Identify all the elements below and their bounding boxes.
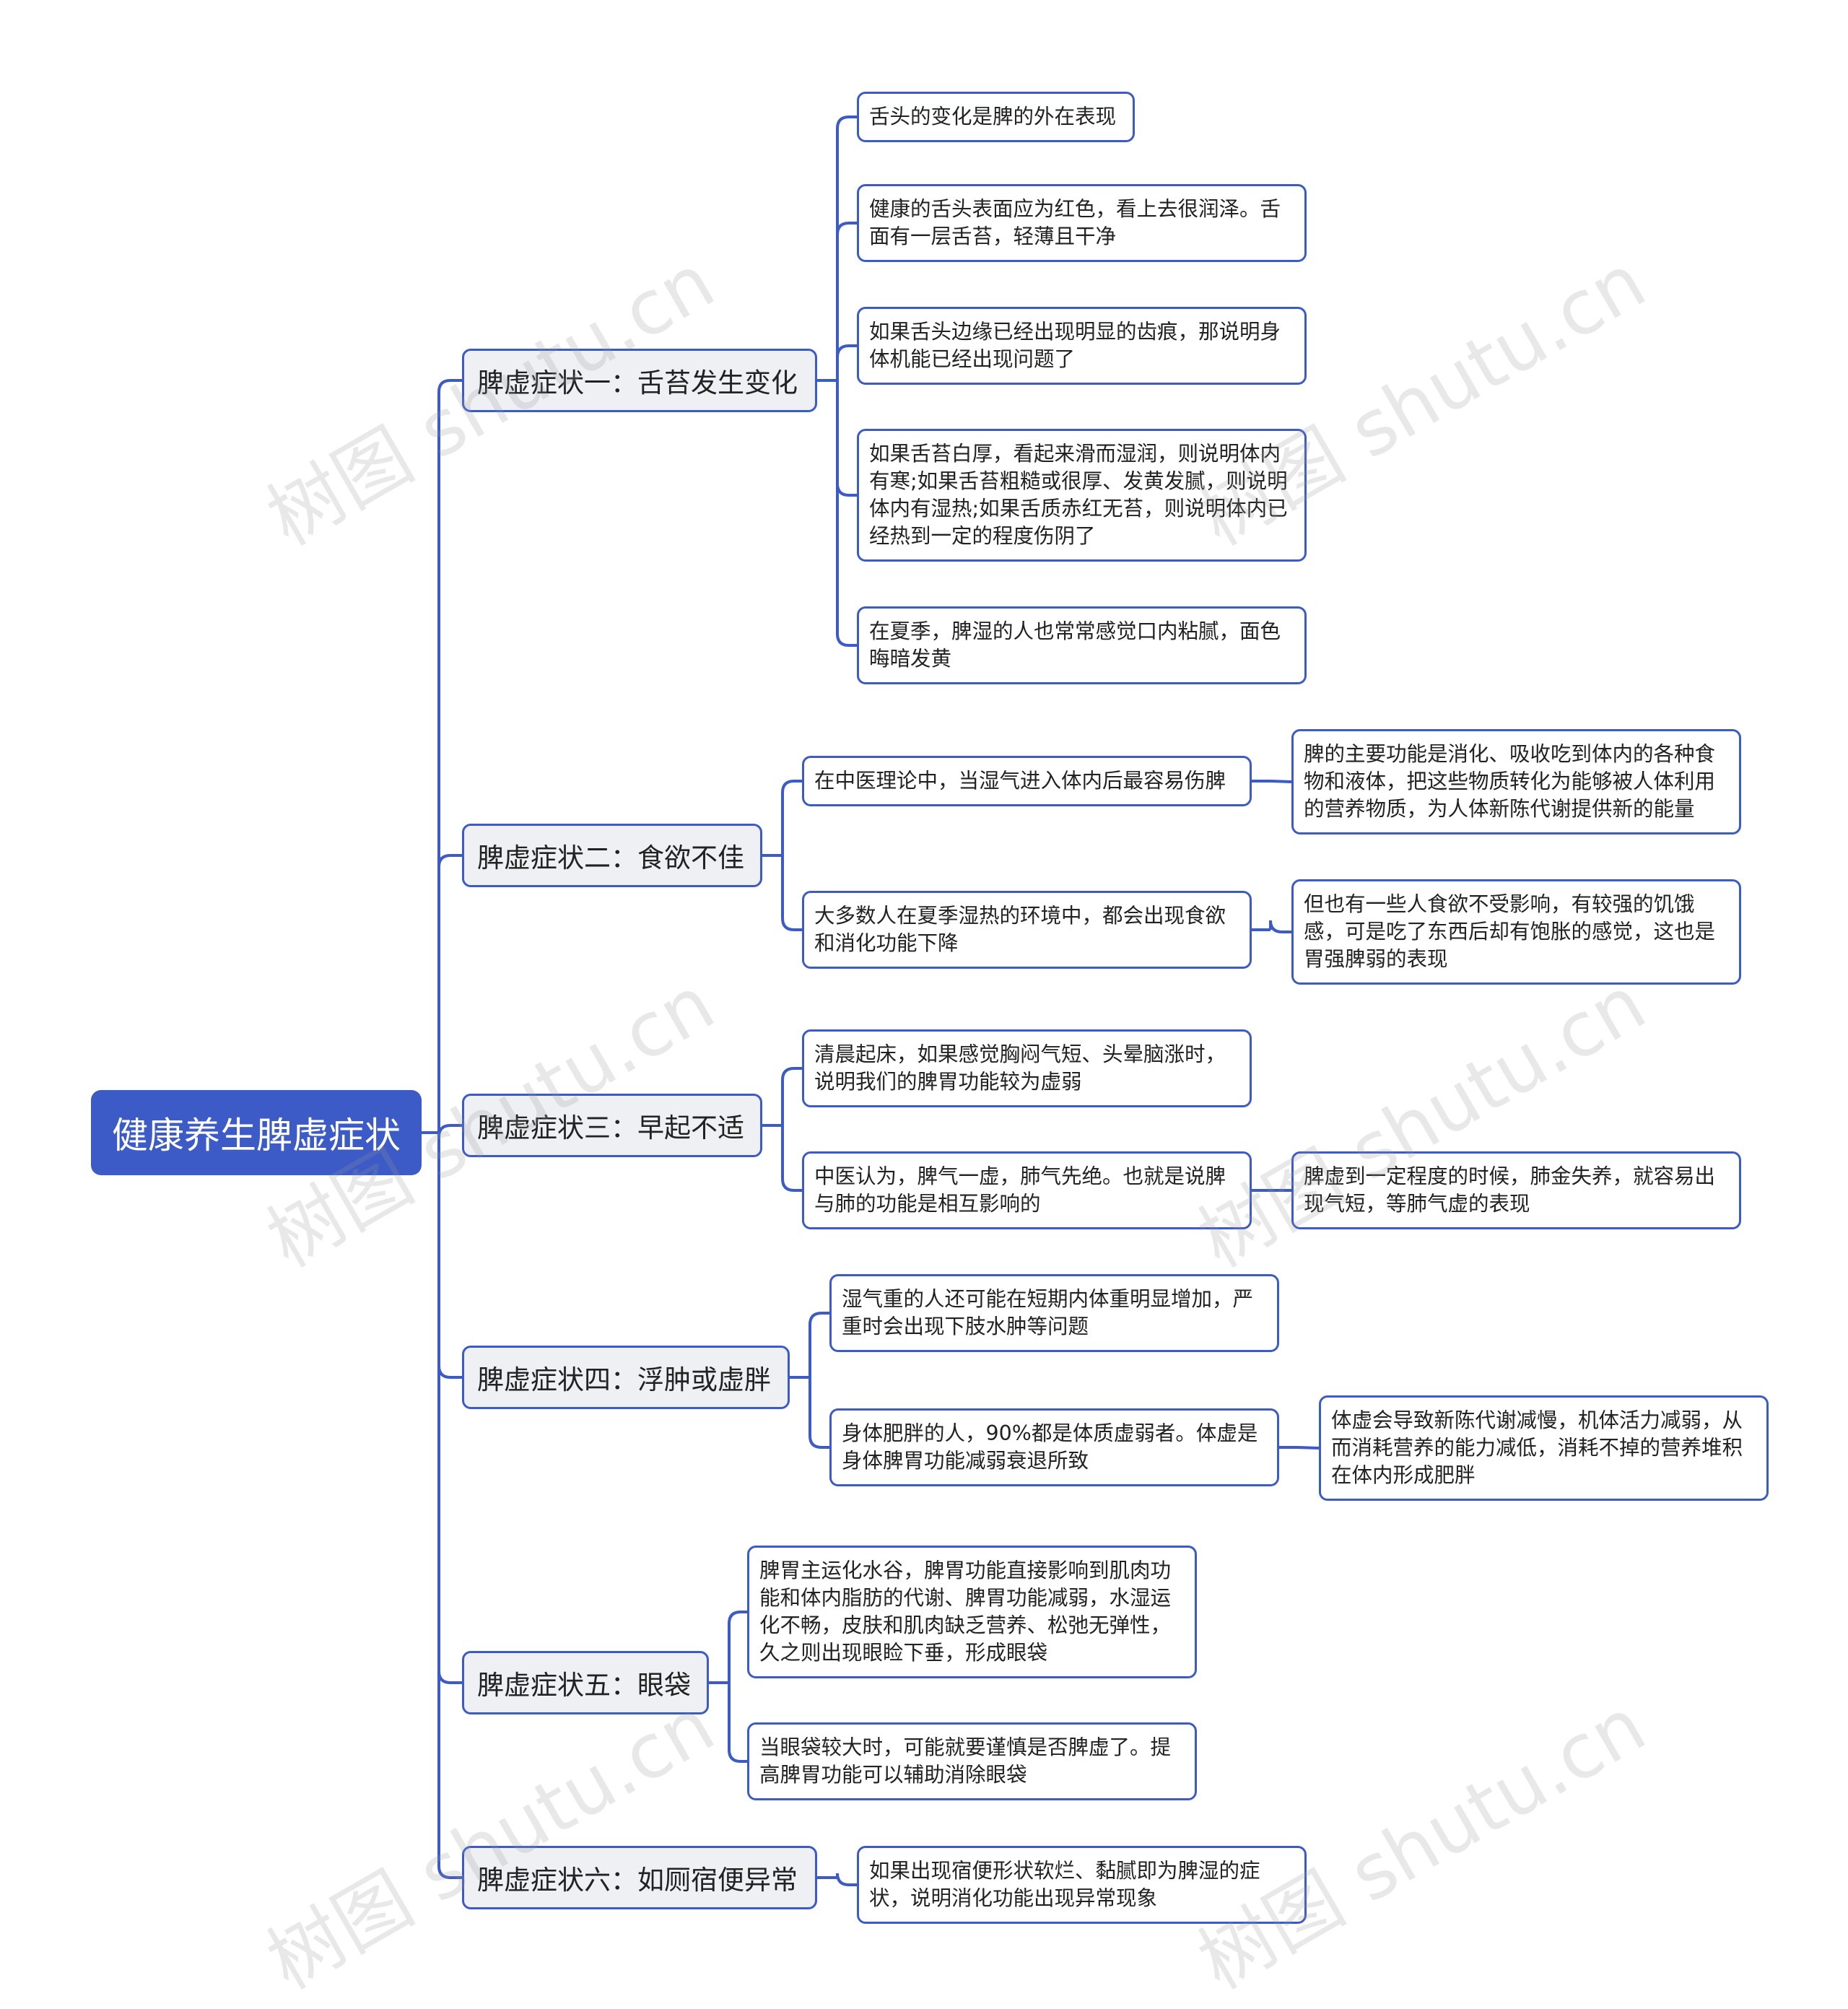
connector-line <box>836 380 857 647</box>
connector-line <box>836 116 857 380</box>
connector-line <box>728 1683 747 1763</box>
connector-line <box>437 1133 462 1684</box>
connector-line <box>836 1873 857 1886</box>
subtopic[interactable]: 如果舌头边缘已经出现明显的齿痕，那说明身体机能已经出现问题了 <box>857 307 1307 385</box>
subtopic[interactable]: 健康的舌头表面应为红色，看上去很润泽。舌面有一层舌苔，轻薄且干净 <box>857 184 1307 262</box>
subtopic[interactable]: 中医认为，脾气一虚，肺气先绝。也就是说脾与肺的功能是相互影响的 <box>802 1151 1252 1229</box>
connector-line <box>808 1377 829 1449</box>
branch-topic[interactable]: 脾虚症状四：浮肿或虚胖 <box>462 1346 790 1409</box>
connector-line <box>1270 780 1292 783</box>
subtopic[interactable]: 舌头的变化是脾的外在表现 <box>857 92 1135 142</box>
subtopic[interactable]: 清晨起床，如果感觉胸闷气短、头晕脑涨时，说明我们的脾胃功能较为虚弱 <box>802 1029 1252 1107</box>
branch-topic[interactable]: 脾虚症状三：早起不适 <box>462 1094 762 1157</box>
connector-line <box>728 1611 747 1683</box>
connector-line <box>781 1125 802 1192</box>
subtopic[interactable]: 湿气重的人还可能在短期内体重明显增加，严重时会出现下肢水肿等问题 <box>829 1274 1279 1352</box>
subtopic[interactable]: 大多数人在夏季湿热的环境中，都会出现食欲和消化功能下降 <box>802 891 1252 969</box>
detail-topic[interactable]: 但也有一些人食欲不受影响，有较强的饥饿感，可是吃了东西后却有饱胀的感觉，这也是胃… <box>1291 879 1741 985</box>
detail-topic[interactable]: 脾的主要功能是消化、吸收吃到体内的各种食物和液体，把这些物质转化为能够被人体利用… <box>1291 729 1741 834</box>
detail-topic[interactable]: 体虚会导致新陈代谢减慢，机体活力减弱，从而消耗营养的能力减低，消耗不掉的营养堆积… <box>1319 1395 1769 1501</box>
branch-topic[interactable]: 脾虚症状一：舌苔发生变化 <box>462 349 817 412</box>
connector-line <box>437 854 462 1133</box>
subtopic[interactable]: 在夏季，脾湿的人也常常感觉口内粘腻，面色晦暗发黄 <box>857 606 1307 684</box>
subtopic[interactable]: 当眼袋较大时，可能就要谨慎是否脾虚了。提高脾胃功能可以辅助消除眼袋 <box>747 1722 1197 1800</box>
connector-line <box>1269 920 1291 933</box>
subtopic[interactable]: 脾胃主运化水谷，脾胃功能直接影响到肌肉功能和体内脂肪的代谢、脾胃功能减弱，水湿运… <box>747 1546 1197 1678</box>
branch-topic[interactable]: 脾虚症状五：眼袋 <box>462 1651 709 1714</box>
connector-line <box>437 1124 462 1138</box>
detail-topic[interactable]: 脾虚到一定程度的时候，肺金失养，就容易出现气短，等肺气虚的表现 <box>1291 1151 1741 1229</box>
connector-line <box>437 1133 462 1879</box>
connector-line <box>781 780 802 855</box>
subtopic[interactable]: 如果舌苔白厚，看起来滑而湿润，则说明体内有寒;如果舌苔粗糙或很厚、发黄发腻，则说… <box>857 429 1307 562</box>
branch-topic[interactable]: 脾虚症状六：如厕宿便异常 <box>462 1846 817 1909</box>
connector-line <box>781 855 802 931</box>
connector-line <box>836 222 857 380</box>
connector-line <box>437 379 462 1133</box>
connector-line <box>437 1133 462 1379</box>
connector-line <box>836 380 857 497</box>
connector-line <box>1297 1446 1320 1450</box>
subtopic[interactable]: 在中医理论中，当湿气进入体内后最容易伤脾 <box>802 756 1252 806</box>
subtopic[interactable]: 身体肥胖的人，90%都是体质虚弱者。体虚是身体脾胃功能减弱衰退所致 <box>829 1408 1279 1486</box>
connector-line <box>836 344 857 380</box>
branch-topic[interactable]: 脾虚症状二：食欲不佳 <box>462 824 762 887</box>
connector-line <box>781 1067 802 1125</box>
subtopic[interactable]: 如果出现宿便形状软烂、黏腻即为脾湿的症状，说明消化功能出现异常现象 <box>857 1846 1307 1924</box>
connector-line <box>808 1312 829 1377</box>
root-topic[interactable]: 健康养生脾虚症状 <box>91 1090 422 1175</box>
